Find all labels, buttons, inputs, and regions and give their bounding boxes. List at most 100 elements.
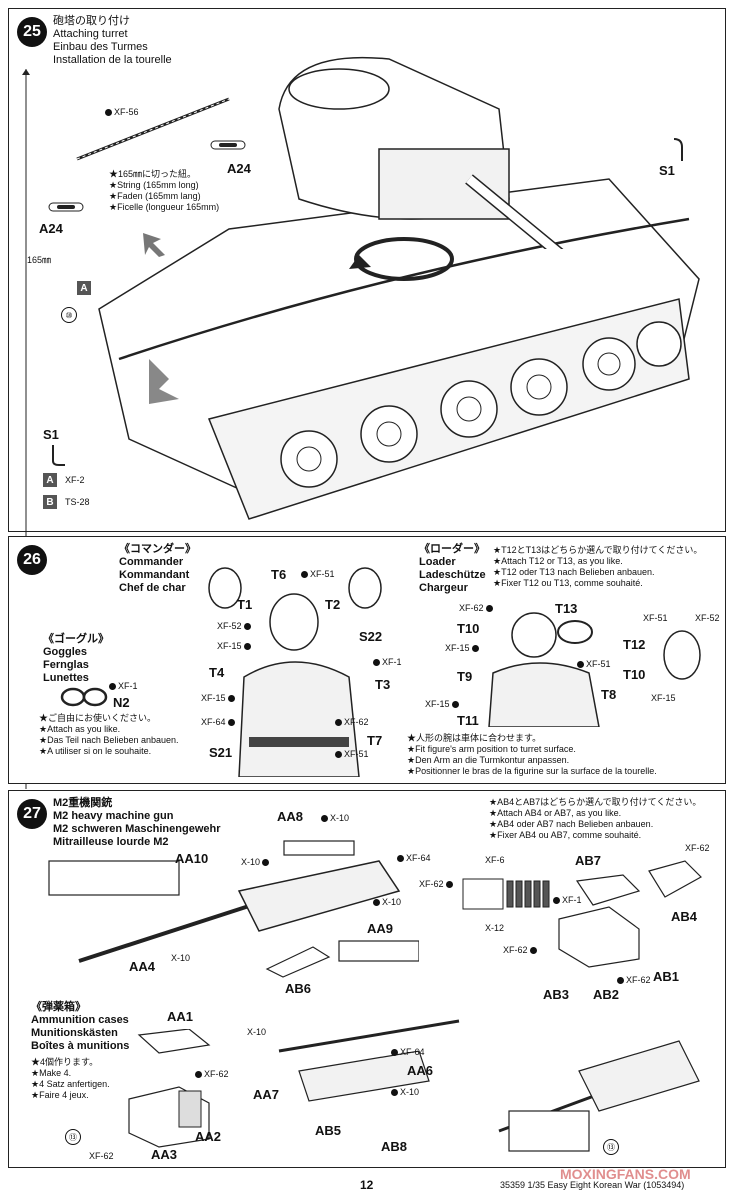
part-ab2: AB2 xyxy=(593,987,620,1002)
s1-clip-right xyxy=(673,138,683,161)
ab-feed-tray-illustration xyxy=(558,906,640,968)
part-t10: T10 xyxy=(457,621,480,636)
ab7-cover-illustration xyxy=(575,874,641,906)
part-aa10: AA10 xyxy=(175,851,209,866)
paint-legend-a: XF-2 xyxy=(65,475,85,485)
paint-callout: X-10 xyxy=(247,1027,267,1037)
paint-callout: XF-1 xyxy=(373,657,402,667)
commander-figure-illustration xyxy=(238,593,360,777)
paint-callout: X-10 xyxy=(391,1087,419,1097)
head-cap-illustration xyxy=(663,630,701,680)
turret-illustration xyxy=(278,56,564,249)
paint-callout: XF-62 xyxy=(685,843,710,853)
paint-callout: XF-15 xyxy=(425,699,461,709)
paint-callout: X-10 xyxy=(321,813,349,823)
head-side-illustration xyxy=(208,567,242,609)
paint-callout: XF-52 xyxy=(695,613,720,623)
part-t1: T1 xyxy=(237,597,253,612)
helmet-ring-illustration xyxy=(557,620,593,644)
final-mount-illustration xyxy=(498,1040,700,1152)
part-t13: T13 xyxy=(555,601,578,616)
paint-callout: XF-64 xyxy=(391,1047,425,1057)
part-aa9: AA9 xyxy=(367,921,394,936)
a24-clip-top xyxy=(210,140,246,150)
ammo-case-illustration xyxy=(128,1029,211,1148)
loader-figure-illustration xyxy=(488,612,600,727)
paint-callout: XF-64 xyxy=(201,717,237,727)
part-t11: T11 xyxy=(457,713,479,728)
page-code: 35359 1/35 Easy Eight Korean War (105349… xyxy=(500,1180,685,1190)
part-t9: T9 xyxy=(457,669,473,684)
paint-callout: XF-62 xyxy=(617,975,651,985)
paint-callout: XF-56 xyxy=(105,107,139,117)
paint-callout: XF-51 xyxy=(643,613,668,623)
paint-callout: XF-1 xyxy=(109,681,138,691)
part-s1-left: S1 xyxy=(43,427,59,442)
paint-callout: XF-6 xyxy=(485,855,505,865)
part-t4: T4 xyxy=(209,665,225,680)
goggles-title: 《ゴーグル》 Goggles Fernglas Lunettes xyxy=(43,633,109,684)
ab4-cover-illustration xyxy=(648,860,702,898)
goggles-note: ★ご自由にお使いください。 ★Attach as you like. ★Das … xyxy=(39,713,179,756)
paint-callout: X-10 xyxy=(373,897,401,907)
goggles-illustration xyxy=(60,687,108,707)
part-aa6: AA6 xyxy=(407,1063,434,1078)
a24-clip-left xyxy=(48,202,84,212)
part-s22: S22 xyxy=(359,629,383,644)
part-s1-right: S1 xyxy=(659,163,675,178)
sequence-circle-10: ⑩ xyxy=(61,307,77,323)
paint-callout: XF-62 xyxy=(89,1151,114,1161)
paint-callout: XF-62 xyxy=(503,945,539,955)
paint-callout: XF-62 xyxy=(419,879,455,889)
part-aa8: AA8 xyxy=(277,809,304,824)
paint-callout: XF-51 xyxy=(577,659,611,669)
part-aa7: AA7 xyxy=(253,1087,280,1102)
s1-clip-left xyxy=(52,445,65,466)
paint-callout: XF-15 xyxy=(651,693,676,703)
loader-note: ★T12とT13はどちらか選んで取り付けてください。 ★Attach T12 o… xyxy=(493,545,703,588)
ammo-title: 《弾薬箱》 Ammunition cases Munitionskästen B… xyxy=(31,1001,130,1052)
step-27-panel: 27 M2重機関銃 M2 heavy machine gun M2 schwer… xyxy=(8,790,726,1168)
part-ab1: AB1 xyxy=(653,969,680,984)
paint-callout: XF-15 xyxy=(217,641,253,651)
commander-title: 《コマンダー》 Commander Kommandant Chef de cha… xyxy=(119,543,196,594)
part-t3: T3 xyxy=(375,677,391,692)
paint-callout: XF-51 xyxy=(301,569,335,579)
part-t10-right: T10 xyxy=(623,667,646,682)
measure-label: 165㎜ xyxy=(27,255,52,265)
machine-gun-illustration xyxy=(48,840,419,963)
part-ab6: AB6 xyxy=(285,981,312,996)
paint-callout: XF-52 xyxy=(217,621,253,631)
paint-callout: XF-62 xyxy=(459,603,495,613)
step-title: 砲塔の取り付け Attaching turret Einbau des Turm… xyxy=(53,15,172,66)
part-t7: T7 xyxy=(367,733,383,748)
paint-box-a: A xyxy=(77,281,91,295)
part-t12: T12 xyxy=(623,637,646,652)
paint-callout: X-10 xyxy=(171,953,191,963)
assembled-gun-illustration xyxy=(278,1019,460,1102)
part-n2: N2 xyxy=(113,695,130,710)
step-number: 27 xyxy=(17,799,47,829)
paint-callout: XF-1 xyxy=(553,895,582,905)
arm-note: ★人形の腕は車体に合わせます。 ★Fit figure's arm positi… xyxy=(407,733,657,776)
step-25-panel: 25 砲塔の取り付け Attaching turret Einbau des T… xyxy=(8,8,726,789)
loader-title: 《ローダー》 Loader Ladeschütze Chargeur xyxy=(419,543,486,594)
part-a24-top: A24 xyxy=(227,161,251,176)
part-ab4: AB4 xyxy=(671,909,698,924)
head-side-illustration xyxy=(348,567,382,609)
part-aa1: AA1 xyxy=(167,1009,194,1024)
part-ab8: AB8 xyxy=(381,1139,408,1154)
paint-callout: XF-51 xyxy=(335,749,369,759)
watermark: MOXINGFANS.COM xyxy=(560,1166,691,1182)
page-number: 12 xyxy=(360,1178,374,1192)
step-title: M2重機関銃 M2 heavy machine gun M2 schweren … xyxy=(53,797,221,848)
sequence-circle-13: ⑬ xyxy=(603,1139,619,1155)
part-a24-left: A24 xyxy=(39,221,63,236)
part-aa4: AA4 xyxy=(129,959,156,974)
paint-callout: XF-62 xyxy=(335,717,369,727)
paint-callout: XF-15 xyxy=(445,643,481,653)
ammo-note: ★4個作ります。 ★Make 4. ★4 Satz anfertigen. ★F… xyxy=(31,1057,110,1100)
paint-callout: X-12 xyxy=(485,923,505,933)
step-number: 26 xyxy=(17,545,47,575)
ab6-mount-illustration xyxy=(265,946,331,978)
